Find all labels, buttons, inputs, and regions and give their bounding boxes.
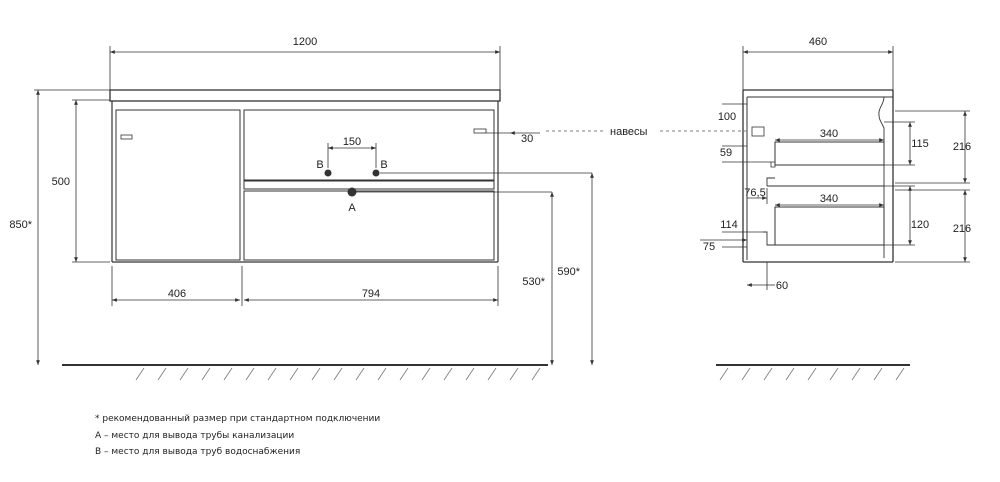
left-door — [115, 109, 241, 261]
floor-hatch-line — [873, 367, 883, 381]
floor-hatch-line — [807, 367, 817, 381]
hinges-label: навесы — [610, 126, 648, 138]
top-drawer-front — [243, 109, 495, 181]
dim-216-top-label: 216 — [953, 141, 971, 153]
right-section-label: 794 — [362, 288, 380, 300]
dim-75-label: 75 — [703, 241, 715, 253]
floor-hatch-line — [223, 367, 233, 381]
drawer-depth-bottom-label: 340 — [820, 193, 838, 205]
floor-hatch-line — [311, 367, 321, 381]
drawer-divider — [243, 180, 495, 190]
floor-hatch-line — [829, 367, 839, 381]
pipe-spacing-label: 150 — [343, 136, 361, 148]
label-a: A — [348, 202, 356, 214]
floor-hatch-line — [399, 367, 409, 381]
dim-76-5-label: 76,5 — [744, 187, 765, 199]
floor-hatch-line — [531, 367, 541, 381]
floor-hatch-line — [895, 367, 905, 381]
dim-216-bottom-label: 216 — [953, 223, 971, 235]
label-b-left: B — [316, 159, 323, 171]
floor-hatch-line — [245, 367, 255, 381]
floor-hatch-line — [741, 367, 751, 381]
floor-side — [716, 364, 910, 381]
drain-outlet — [347, 187, 357, 197]
floor-hatch-line — [179, 367, 189, 381]
pipe-b-height-label: 590* — [557, 266, 580, 278]
floor-hatch-line — [267, 367, 277, 381]
floor-hatch-line — [785, 367, 795, 381]
label-b-right: B — [380, 159, 387, 171]
floor-hatch-line — [377, 367, 387, 381]
total-height-label: 850* — [9, 219, 32, 231]
floor-hatch-line — [719, 367, 729, 381]
floor-front — [62, 364, 548, 381]
floor-hatch-line — [355, 367, 365, 381]
floor-hatch-line — [509, 367, 519, 381]
depth-total-label: 460 — [809, 36, 827, 48]
floor-hatch-line — [465, 367, 475, 381]
floor-hatch-line — [763, 367, 773, 381]
top-offset-label: 100 — [718, 111, 736, 123]
left-door-hinge — [120, 134, 133, 140]
side-view — [742, 89, 894, 263]
dim-60-label: 60 — [776, 280, 788, 292]
floor-hatch-line — [157, 367, 167, 381]
right-hinge — [473, 128, 487, 134]
note-water: В – место для вывода труб водоснабжения — [95, 447, 301, 457]
water-outlet-right — [372, 169, 380, 177]
floor-hatch-line — [289, 367, 299, 381]
front-countertop — [109, 89, 501, 102]
floor-hatch-line — [851, 367, 861, 381]
note-recommended: * рекомендованный размер при стандартном… — [95, 414, 381, 424]
hinge-offset-label: 30 — [521, 133, 533, 145]
water-outlet-left — [324, 169, 332, 177]
floor-hatch-line — [201, 367, 211, 381]
floor-hatch-line — [487, 367, 497, 381]
dim-120-label: 120 — [911, 219, 929, 231]
note-drain: А – место для вывода трубы канализации — [95, 431, 295, 441]
width-total-label: 1200 — [293, 36, 317, 48]
dim-114-label: 114 — [720, 219, 738, 231]
body-height-label: 500 — [52, 176, 70, 188]
floor-hatch-line — [443, 367, 453, 381]
dim-115-label: 115 — [911, 138, 929, 150]
pipe-outlets — [324, 169, 380, 197]
pipe-a-height-label: 530* — [522, 276, 545, 288]
floor-hatch-line — [135, 367, 145, 381]
bottom-drawer-front — [243, 190, 495, 261]
drawer-depth-top-label: 340 — [820, 128, 838, 140]
dim-59-label: 59 — [720, 147, 732, 159]
side-hinge — [751, 126, 765, 137]
front-view — [109, 89, 501, 263]
floor-hatch-line — [333, 367, 343, 381]
left-section-label: 406 — [168, 288, 186, 300]
floor-hatch-line — [421, 367, 431, 381]
